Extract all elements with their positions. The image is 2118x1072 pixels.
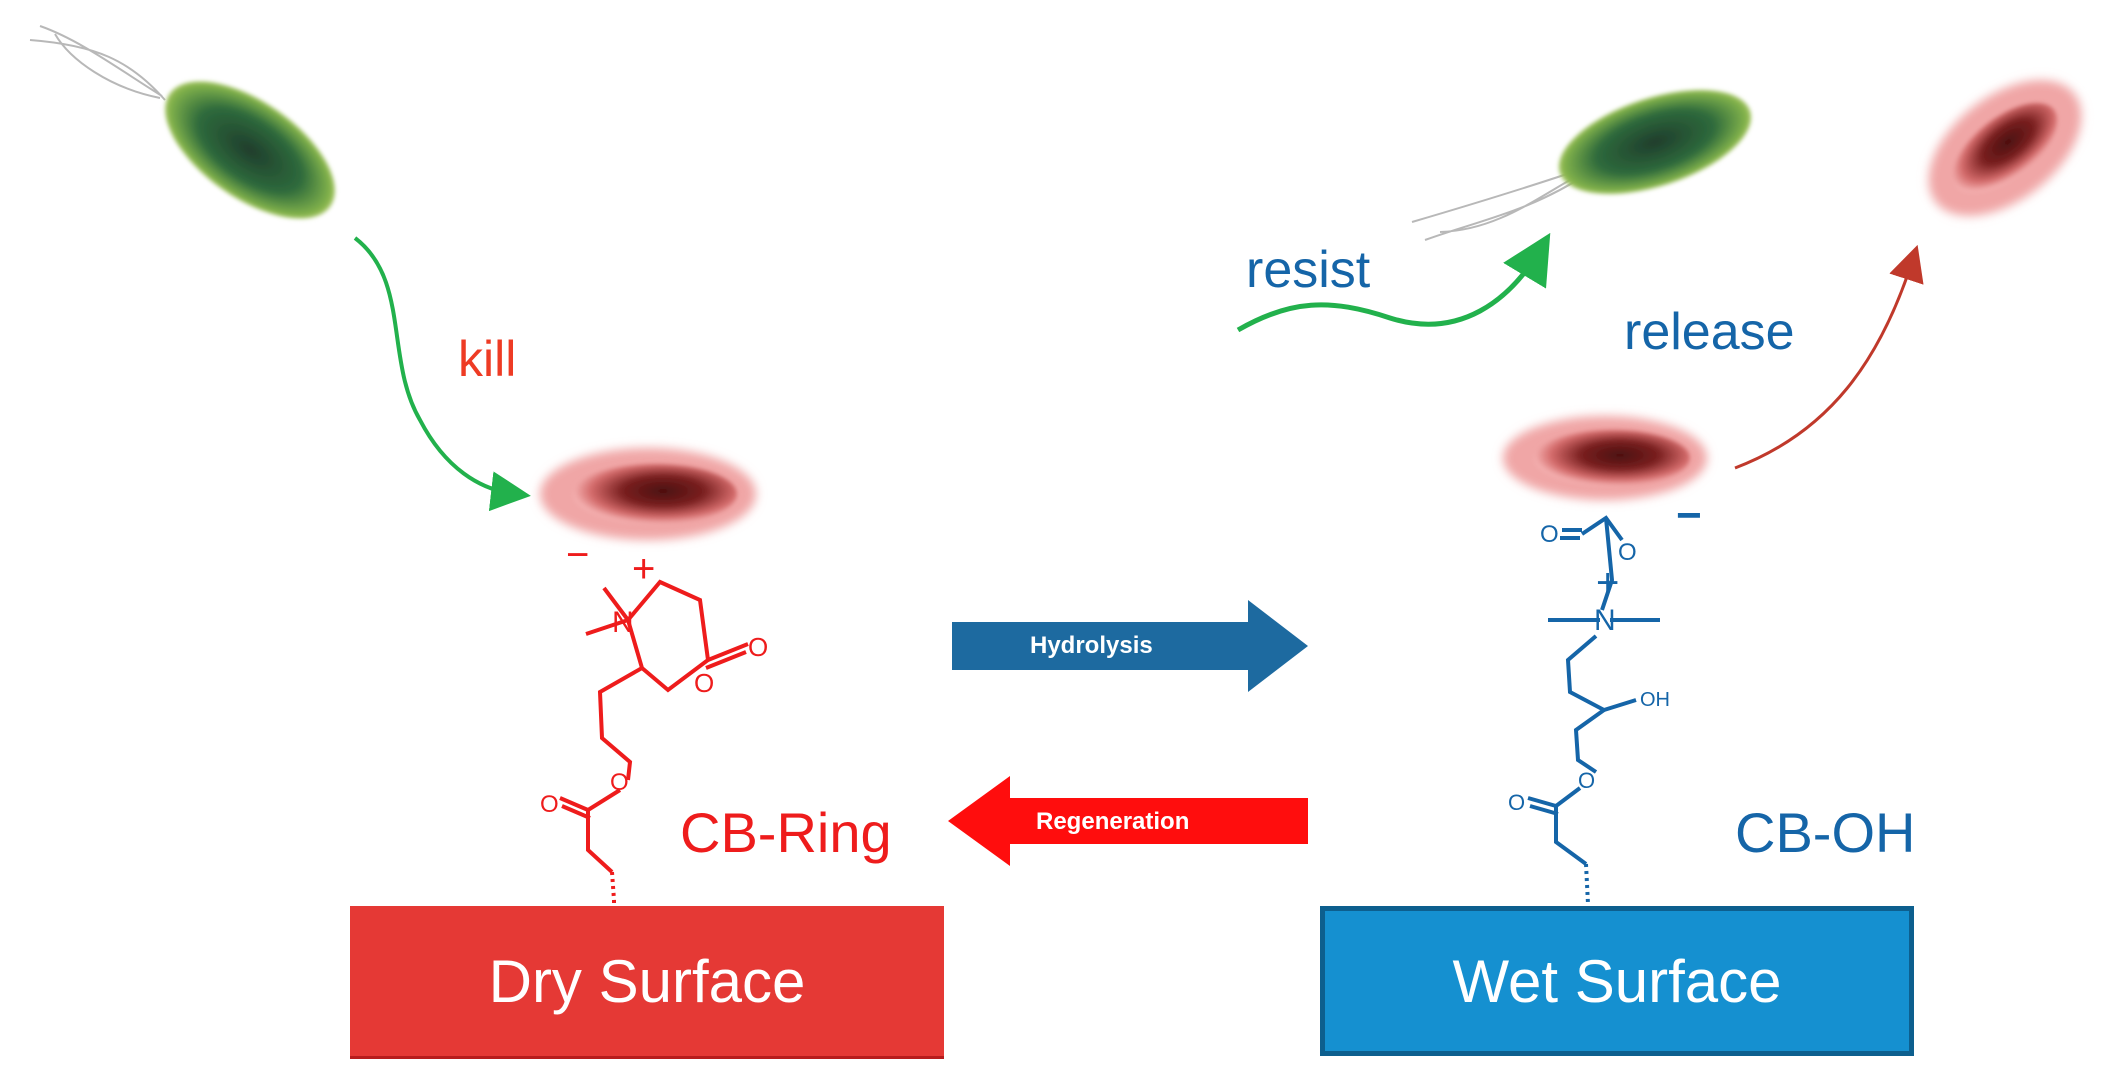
hydrolysis-arrow <box>952 600 1308 692</box>
released-bacterium-icon <box>1928 80 2082 216</box>
hydroxyl-label: OH <box>1640 689 1670 711</box>
cb-ring-label: CB-Ring <box>680 801 892 864</box>
resist-label: resist <box>1246 241 1371 299</box>
cb-ring-molecule <box>559 579 749 906</box>
regeneration-arrow <box>948 776 1308 866</box>
release-label: release <box>1624 303 1795 361</box>
cb-oh-label: CB-OH <box>1735 801 1916 864</box>
ring-carbonyl-oxygen-label: O <box>748 632 768 662</box>
wet-surface-block: Wet Surface <box>1320 906 1914 1056</box>
regeneration-label: Regeneration <box>1036 808 1190 835</box>
ring-nitrogen-label: N <box>612 606 634 639</box>
oh-ester-oxygen-label: O <box>1578 768 1595 793</box>
carboxylate-minus-charge: − <box>1676 491 1702 540</box>
carboxylate-oxygen-label-2: O <box>1618 539 1637 566</box>
ring-oxygen-label: O <box>694 668 714 698</box>
oh-nitrogen-label: N <box>1594 604 1616 637</box>
wet-surface-label: Wet Surface <box>1452 947 1782 1015</box>
ring-ester-oxygen-label: O <box>610 769 629 796</box>
killed-bacterium-icon <box>540 448 756 540</box>
cb-oh-molecule <box>1527 515 1660 905</box>
live-bacterium-top-left-icon <box>29 25 335 219</box>
kill-label: kill <box>458 331 517 387</box>
oh-plus-charge: + <box>1596 561 1619 605</box>
bound-bacterium-icon <box>1503 416 1707 500</box>
kill-arrow <box>353 236 531 512</box>
carboxylate-oxygen-label: O <box>1540 521 1559 548</box>
ring-plus-charge: + <box>632 547 655 591</box>
dry-surface-label: Dry Surface <box>488 947 806 1015</box>
ring-minus-charge: − <box>566 533 589 577</box>
resisted-bacterium-icon <box>1411 89 1752 241</box>
oh-ester-carbonyl-oxygen-label: O <box>1508 790 1525 815</box>
ring-ester-carbonyl-oxygen-label: O <box>540 791 559 818</box>
dry-surface-block: Dry Surface <box>350 906 944 1056</box>
resist-arrow <box>1236 232 1551 333</box>
release-arrow <box>1734 244 1924 470</box>
hydrolysis-label: Hydrolysis <box>1030 632 1153 659</box>
